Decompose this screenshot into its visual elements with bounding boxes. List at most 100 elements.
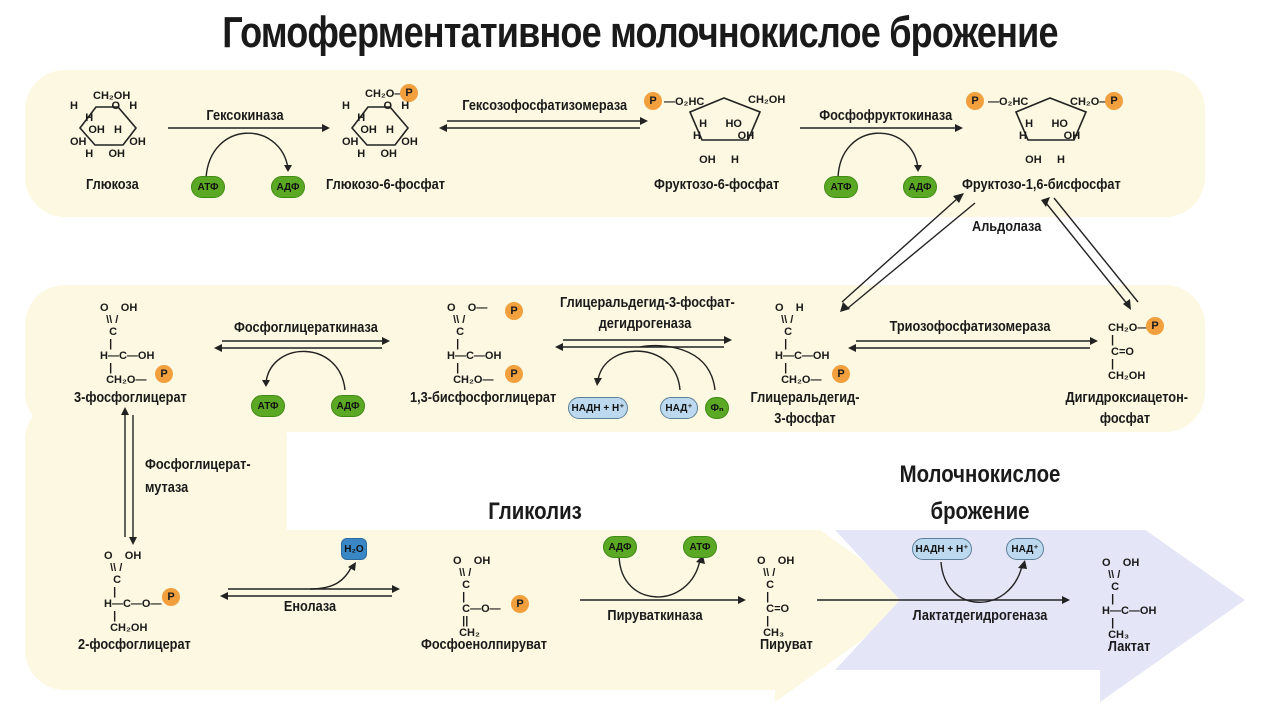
enzyme-gapdh-line2: дегидрогеназа (598, 315, 692, 332)
arrowhead (1018, 560, 1027, 569)
arrowhead (840, 302, 850, 312)
compound-dhap-line2: фосфат (1099, 410, 1151, 427)
arrowhead (129, 537, 137, 545)
compound-pyruvate: Пируват (760, 636, 813, 653)
f6p-ring-atoms: H HO H OH OH H (693, 118, 755, 166)
enzyme-pgk: Фосфоглицераткиназа (234, 319, 378, 336)
arrow-aldolase-right-b (1053, 197, 1139, 303)
section-fermentation-line2: брожение (930, 498, 1030, 525)
arrowhead (594, 378, 602, 386)
arrowhead (555, 343, 563, 351)
g6p-structure-top: CH₂O— (365, 88, 406, 100)
pep-structure: O OH \\ / C | C—O— || CH₂ (453, 555, 501, 639)
reaction-arrows (124, 120, 1139, 603)
f16bp-ring-atoms: H HO H OH OH H (1019, 118, 1081, 166)
compound-pg3: 3-фосфоглицерат (74, 389, 187, 406)
pg3-structure: O OH \\ / C | H—C—OH | CH₂O— (100, 302, 155, 386)
enzyme-enolase: Енолаза (283, 598, 337, 615)
cofactor-atp: АТФ (824, 176, 858, 198)
arrow-pfk-cofactor (837, 132, 919, 179)
section-glycolysis: Гликолиз (488, 498, 582, 525)
phosphate-icon: P (505, 365, 523, 383)
f16bp-structure-left: —O₂HC (988, 96, 1029, 108)
compound-f6p: Фруктозо-6-фосфат (654, 176, 780, 193)
glucose-ring-atoms: H O H H OH H OH OH H OH (70, 100, 146, 160)
phosphate-icon: P (1146, 317, 1164, 335)
arrow-aldolase-left-a (841, 197, 959, 303)
g6p-ring (350, 106, 410, 146)
enzyme-hexokinase: Гексокиназа (206, 107, 284, 124)
phosphate-icon: P (644, 92, 662, 110)
arrow-aldolase-left-b (847, 202, 976, 309)
arrow-aldolase-right-a (1045, 202, 1129, 306)
arrowhead (214, 344, 222, 352)
compound-bpg13: 1,3-бисфосфоглицерат (410, 389, 557, 406)
gap-structure: O H \\ / C | H—C—OH | CH₂O— (775, 302, 830, 386)
phosphate-icon: P (400, 84, 418, 102)
arrowhead (738, 596, 746, 604)
arrowhead (953, 193, 964, 203)
compound-lactate: Лактат (1108, 638, 1151, 655)
glucose-structure: CH₂OH (93, 90, 131, 102)
enzyme-aldolase: Альдолаза (972, 218, 1042, 235)
section-fermentation-line1: Молочнокислое (899, 461, 1061, 488)
enzyme-pgm-line1: Фосфоглицерат- (145, 456, 251, 473)
arrow-heads (121, 117, 1131, 604)
phosphate-icon: P (832, 365, 850, 383)
enzyme-ldh: Лактатдегидрогеназа (912, 607, 1048, 624)
arrowhead (322, 124, 330, 132)
pg2-structure: O OH \\ / C | H—C—O— | CH₂OH (104, 550, 162, 634)
cofactor-adp: АДФ (271, 176, 305, 198)
ring-structures (78, 97, 1088, 146)
enzyme-hexose-isomerase: Гексозофосфатизомераза (462, 97, 628, 114)
compound-pep: Фосфоенолпируват (421, 636, 547, 653)
water-molecule: H₂O (341, 538, 367, 560)
lactate-structure: O OH \\ / C | H—C—OH | CH₃ (1102, 557, 1157, 641)
compound-glucose: Глюкоза (86, 176, 139, 193)
compound-dhap-line1: Дигидроксиацетон- (1065, 389, 1189, 406)
f16bp-structure-right: CH₂O— (1070, 96, 1111, 108)
arrowhead (848, 344, 856, 352)
arrowhead (439, 124, 447, 132)
compound-pg2: 2-фосфоглицерат (78, 636, 191, 653)
arrowhead (1123, 299, 1131, 310)
arrowhead (1090, 337, 1098, 345)
dhap-structure: CH₂O— | C=O | CH₂OH (1108, 322, 1149, 382)
arrow-pk-cofactor (618, 554, 701, 598)
cofactor-atp: АТФ (251, 395, 285, 417)
arrow-pgk-cofactor (265, 350, 346, 391)
compound-gap-line2: 3-фосфат (774, 410, 836, 427)
arrowhead (284, 165, 292, 172)
bpg13-structure: O O— \\ / C | H—C—OH | CH₂O— (447, 302, 502, 386)
phosphate-icon: P (505, 302, 523, 320)
arrowhead (914, 165, 922, 172)
phosphate-icon: P (162, 588, 180, 606)
arrowhead (121, 407, 129, 415)
arrowhead (1041, 197, 1050, 207)
f6p-ring (688, 97, 762, 141)
page-title: Гомоферментативное молочнокислое брожени… (222, 8, 1058, 57)
arrowhead (392, 585, 400, 593)
compound-gap-line1: Глицеральдегид- (750, 389, 860, 406)
glucose-ring (78, 106, 138, 146)
cofactor-nadh: НАДН + Н⁺ (912, 538, 972, 560)
f6p-structure-left: —O₂HC (664, 96, 705, 108)
cofactor-adp: АДФ (603, 536, 637, 558)
cofactor-pi: Фₙ (705, 397, 729, 419)
arrow-ldh-cofactor (940, 561, 1023, 603)
arrow-gapdh-pi (639, 344, 716, 391)
enzyme-pfk: Фосфофруктокиназа (819, 107, 953, 124)
phosphate-icon: P (966, 92, 984, 110)
pyruvate-structure: O OH \\ / C | C=O | CH₃ (757, 555, 795, 639)
enzyme-pgm-line2: мутаза (145, 479, 189, 496)
band-row-2 (25, 285, 1205, 432)
cofactor-adp: АДФ (903, 176, 937, 198)
cofactor-atp: АТФ (683, 536, 717, 558)
g6p-ring-atoms: H O H H OH H OH OH H OH (342, 100, 418, 160)
arrowhead (1062, 596, 1070, 604)
enzyme-pk: Пируваткиназа (607, 607, 703, 624)
cofactor-nad: НАД⁺ (660, 397, 698, 419)
cofactor-adp: АДФ (331, 395, 365, 417)
f6p-structure-right: CH₂OH (748, 94, 786, 106)
arrowhead (262, 380, 270, 387)
